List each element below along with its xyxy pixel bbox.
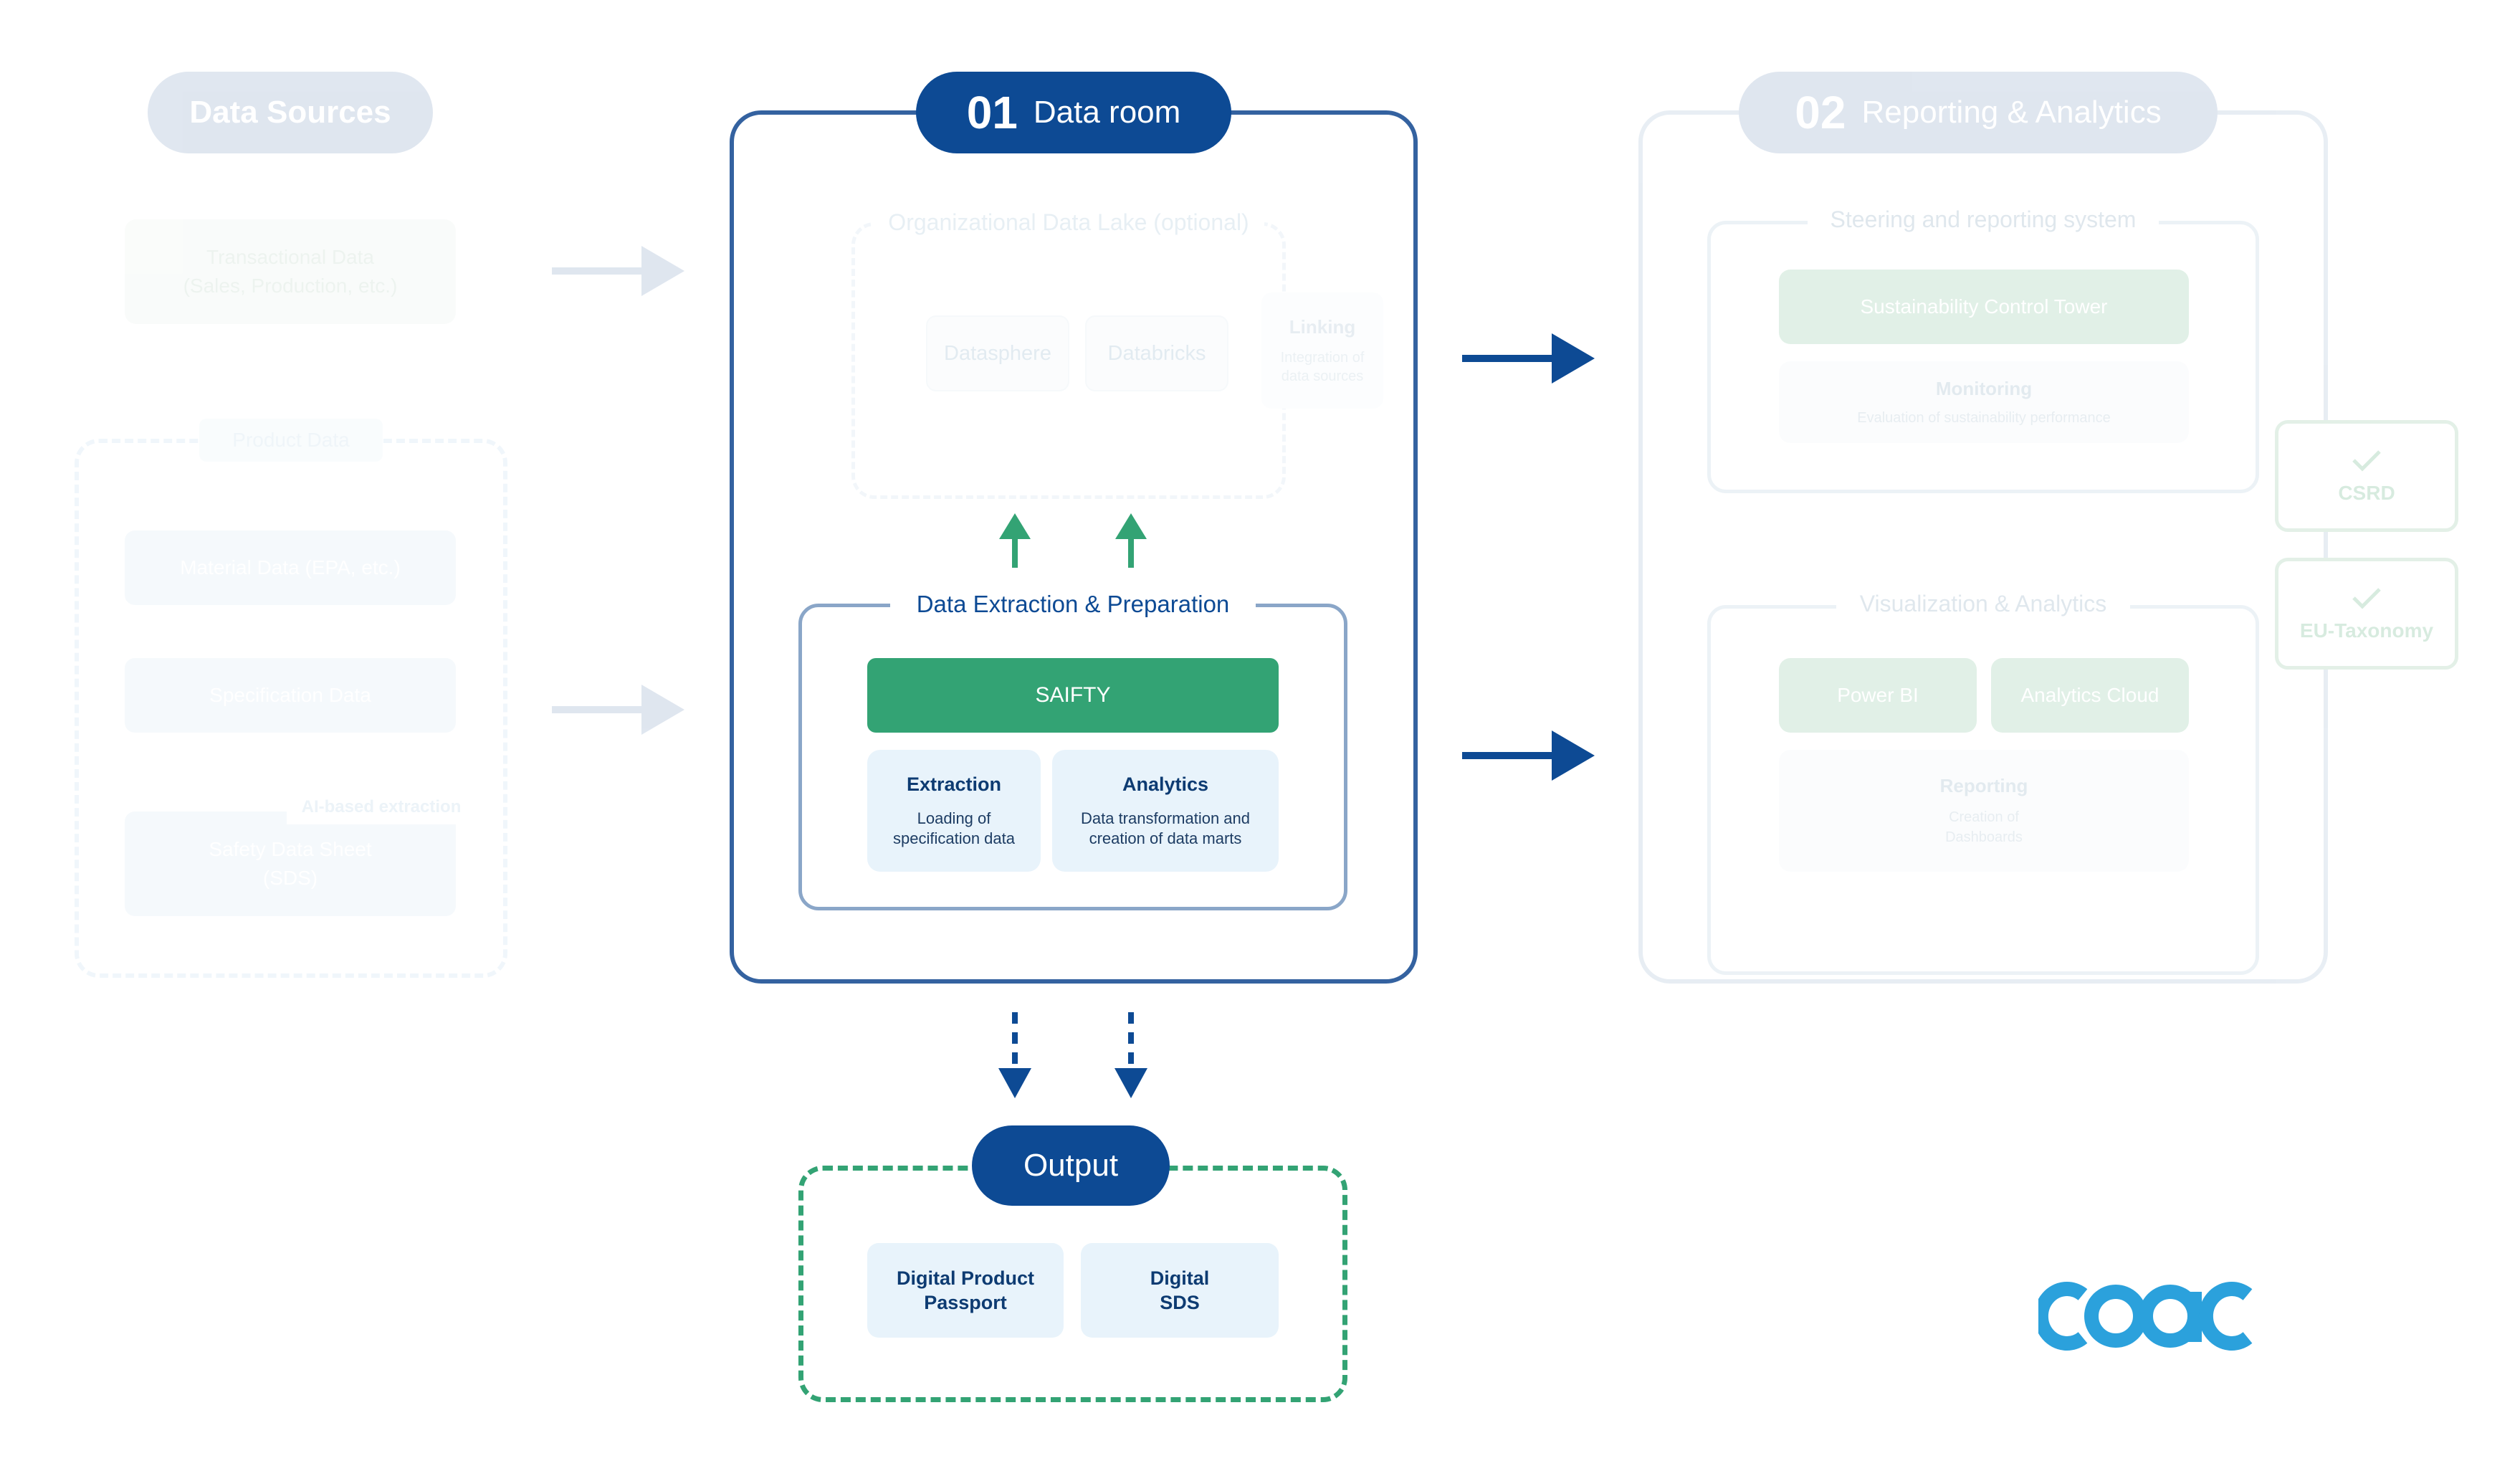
monitoring-title: Monitoring: [1935, 378, 2033, 399]
coac-logo: coac: [2033, 1272, 2253, 1358]
visualization-box: [1707, 605, 2259, 975]
dpp-text: Digital Product Passport: [896, 1267, 1034, 1313]
reporting-card-title: Reporting: [1939, 774, 2028, 796]
reporting-section: 02 Reporting & Analytics Steering and re…: [1620, 65, 2520, 996]
digital-sds-card[interactable]: Digital SDS: [1081, 1243, 1279, 1338]
coac-logo-mark: [2033, 1282, 2253, 1351]
extraction-card: Extraction Loading of specification data: [867, 750, 1041, 872]
datasphere-card: Datasphere: [926, 315, 1069, 391]
reporting-card-desc: Creation of Dashboards: [1945, 809, 2023, 845]
down-arrows: [998, 1012, 1147, 1098]
databricks-card: Databricks: [1085, 315, 1228, 391]
data-room-title-text: Data room: [1033, 95, 1181, 130]
extraction-desc: Loading of specification data: [893, 809, 1015, 847]
analytics-title: Analytics: [1122, 773, 1209, 795]
analytics-cloud-card: Analytics Cloud: [1991, 658, 2189, 733]
visualization-label: Visualization & Analytics: [1836, 585, 2130, 622]
check-icon: [2352, 588, 2381, 609]
digital-sds-text: Digital SDS: [1150, 1267, 1210, 1313]
data-room-title: 01 Data room: [916, 72, 1231, 153]
reporting-title-text: Reporting & Analytics: [1861, 95, 2162, 130]
data-sources-title: Data Sources: [148, 72, 433, 153]
dpp-card[interactable]: Digital Product Passport: [867, 1243, 1064, 1338]
output-title: Output: [972, 1125, 1170, 1206]
csrd-label: CSRD: [2338, 482, 2395, 504]
eu-taxonomy-badge: EU-Taxonomy: [2275, 558, 2458, 670]
reporting-number: 02: [1795, 87, 1846, 138]
ai-extraction-tag: AI-based extraction: [287, 790, 476, 824]
linking-card: Linking Integration of data sources: [1261, 292, 1383, 409]
material-data-card: Material Data (EPA, etc.): [125, 530, 456, 605]
analytics-desc: Data transformation and creation of data…: [1080, 809, 1251, 847]
powerbi-card: Power BI: [1779, 658, 1977, 733]
up-arrows: [999, 513, 1147, 568]
analytics-card: Analytics Data transformation and creati…: [1052, 750, 1279, 872]
data-lake-section: Organizational Data Lake (optional) Data…: [846, 194, 1390, 502]
product-data-group: [75, 439, 507, 978]
control-tower-card: Sustainability Control Tower: [1779, 270, 2189, 344]
sds-text: Safety Data Sheet (SDS): [209, 838, 372, 889]
source-arrows: [552, 246, 684, 735]
steering-box: [1707, 221, 2259, 493]
reporting-arrows: [1462, 333, 1595, 781]
specification-data-card: Specification Data: [125, 658, 456, 733]
transactional-data-text: Transactional Data (Sales, Production, e…: [183, 246, 398, 297]
linking-title: Linking: [1289, 315, 1356, 338]
transactional-data-card: Transactional Data (Sales, Production, e…: [125, 219, 456, 324]
data-lake-border: [851, 222, 1286, 499]
product-data-label: Product Data: [199, 419, 383, 462]
data-room-number: 01: [966, 87, 1018, 138]
eu-taxonomy-label: EU-Taxonomy: [2299, 619, 2434, 642]
data-sources-section: Data Sources Transactional Data (Sales, …: [0, 0, 545, 1004]
check-icon: [2352, 450, 2381, 472]
saifty-bar[interactable]: SAIFTY: [867, 658, 1279, 733]
reporting-title: 02 Reporting & Analytics: [1739, 72, 2218, 153]
csrd-badge: CSRD: [2275, 420, 2458, 532]
reporting-panel: [1638, 110, 2328, 984]
sds-card: Safety Data Sheet (SDS): [125, 811, 456, 916]
linking-desc: Integration of data sources: [1280, 349, 1365, 384]
extraction-title: Extraction: [906, 773, 1002, 795]
steering-label: Steering and reporting system: [1808, 201, 2159, 238]
data-lake-label: Organizational Data Lake (optional): [873, 204, 1264, 241]
monitoring-card: Monitoring Evaluation of sustainability …: [1779, 361, 2189, 443]
monitoring-desc: Evaluation of sustainability performance: [1857, 410, 2111, 426]
extraction-label: Data Extraction & Preparation: [890, 585, 1256, 624]
reporting-card: Reporting Creation of Dashboards: [1779, 750, 2189, 872]
